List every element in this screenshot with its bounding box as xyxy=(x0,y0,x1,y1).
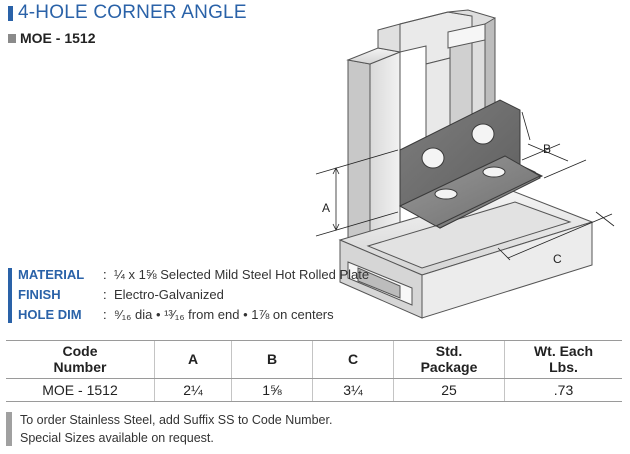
note-special-sizes: Special Sizes available on request. xyxy=(20,431,214,445)
col-header-line: Number xyxy=(53,359,107,375)
plate-hole xyxy=(482,166,506,178)
cell-weight: .73 xyxy=(504,378,622,402)
dimension-lines xyxy=(315,111,615,261)
col-b: B xyxy=(231,340,313,379)
cell-package: 25 xyxy=(393,378,505,402)
horizontal-channel xyxy=(338,189,594,319)
cell-b: 1⅝ xyxy=(231,378,313,402)
spec-label: FINISH xyxy=(18,287,61,302)
corner-angle-plate xyxy=(398,99,544,229)
col-header-line: Package xyxy=(420,359,478,375)
col-code-number: Code Number xyxy=(6,340,155,379)
col-header-line: Wt. Each xyxy=(533,343,594,359)
col-weight: Wt. Each Lbs. xyxy=(504,340,622,379)
plate-hole xyxy=(471,123,495,145)
plate-hole xyxy=(421,147,445,169)
cell-c: 3¼ xyxy=(312,378,394,402)
col-header-line: Code xyxy=(62,343,98,359)
table-row: MOE - 1512 2¼ 1⅝ 3¼ 25 .73 xyxy=(6,378,622,402)
cell-a: 2¼ xyxy=(154,378,232,402)
table-header-row: Code Number A B C Std. Package Wt. Each … xyxy=(6,340,622,379)
spec-accent-bar xyxy=(8,268,12,323)
col-header-line: Lbs. xyxy=(549,359,578,375)
dim-a-label: A xyxy=(322,201,330,215)
col-c: C xyxy=(312,340,394,379)
plate-hole xyxy=(434,188,458,200)
col-a: A xyxy=(154,340,232,379)
spec-colon: : xyxy=(103,287,107,302)
spec-value: ¼ x 1⅝ Selected Mild Steel Hot Rolled Pl… xyxy=(114,267,370,282)
spec-label: HOLE DIM xyxy=(18,307,82,322)
note-stainless: To order Stainless Steel, add Suffix SS … xyxy=(20,413,333,427)
page-title: 4-HOLE CORNER ANGLE xyxy=(18,2,247,23)
part-number: MOE - 1512 xyxy=(20,30,96,46)
dim-b-label: B xyxy=(543,142,551,156)
spec-colon: : xyxy=(103,307,107,322)
spec-colon: : xyxy=(103,267,107,282)
spec-label: MATERIAL xyxy=(18,267,85,282)
spec-value: Electro-Galvanized xyxy=(114,287,224,302)
product-table: Code Number A B C Std. Package Wt. Each … xyxy=(6,340,622,402)
col-std-package: Std. Package xyxy=(393,340,505,379)
corner-angle-illustration: A B C xyxy=(315,9,615,319)
col-header-line: Std. xyxy=(435,343,463,359)
spec-value: ⁹⁄₁₆ dia • ¹³⁄₁₆ from end • 1⅞ on center… xyxy=(114,307,334,322)
subtitle-accent-bar xyxy=(8,34,16,43)
note-accent-bar xyxy=(6,412,12,446)
cell-code: MOE - 1512 xyxy=(6,378,155,402)
dim-c-label: C xyxy=(553,252,562,266)
title-accent-bar xyxy=(8,6,13,21)
